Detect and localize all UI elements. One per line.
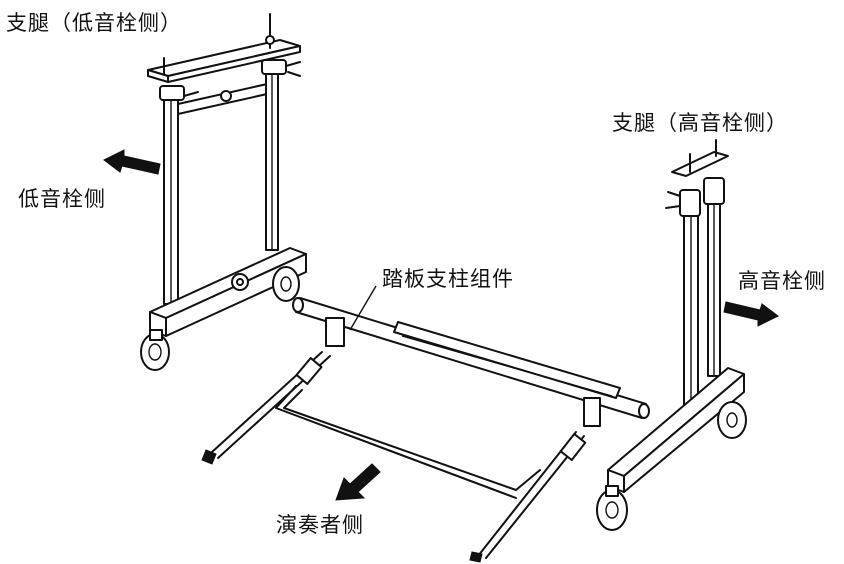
arrow-right-icon (723, 301, 779, 327)
label-pedal-assembly: 踏板支柱组件 (382, 267, 514, 291)
label-left-leg: 支腿（低音栓侧） (6, 11, 182, 35)
label-right-leg: 支腿（高音栓侧） (612, 111, 788, 135)
arrow-left-icon (103, 149, 161, 175)
label-bass-side: 低音栓侧 (18, 187, 106, 211)
label-treble-side: 高音栓侧 (738, 269, 826, 293)
left-leg-assembly (140, 13, 307, 371)
label-player-side: 演奏者侧 (276, 513, 364, 537)
right-leg-assembly (596, 139, 747, 531)
arrow-down-left-icon (335, 463, 381, 501)
pedal-support-assembly (201, 285, 650, 563)
